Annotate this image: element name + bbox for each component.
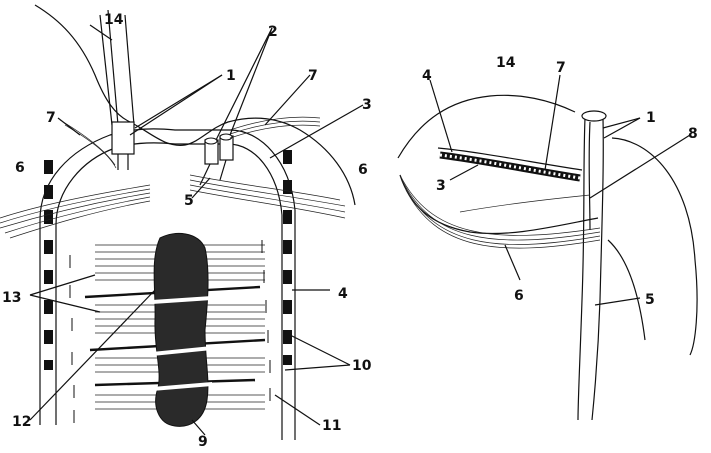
left-sheath-dashes [44, 160, 53, 370]
right-label-5: 5 [645, 292, 655, 308]
left-label-5: 5 [184, 193, 194, 209]
left-label-1: 1 [226, 68, 236, 84]
left-label-2: 2 [268, 24, 278, 40]
right-label-8: 8 [688, 126, 698, 142]
right-nerve-bundle [399, 174, 601, 249]
left-label-12: 12 [12, 414, 31, 430]
left-outer-outline [34, 4, 356, 206]
left-nerve-bundles [0, 116, 346, 239]
right-vertical-tube [577, 110, 607, 421]
left-label-14: 14 [104, 12, 124, 28]
right-leader-lines [429, 74, 691, 306]
left-label-7b: 7 [308, 68, 318, 84]
left-shaded-organ [152, 232, 212, 427]
left-label-7a: 7 [46, 110, 56, 126]
left-tube [99, 9, 135, 170]
left-label-10: 10 [352, 358, 372, 374]
right-label-7: 7 [556, 60, 566, 76]
left-label-9: 9 [198, 434, 208, 450]
left-cavity-outer [39, 128, 296, 440]
left-small-tubes [199, 133, 234, 186]
right-side-outline [611, 137, 698, 356]
right-organ-lower [399, 174, 599, 235]
left-label-3: 3 [362, 97, 372, 113]
left-label-11: 11 [322, 418, 341, 434]
right-drain-tube [437, 147, 583, 182]
left-label-6a: 6 [15, 160, 25, 176]
left-label-4: 4 [338, 286, 348, 302]
left-stitch-marks [69, 240, 271, 423]
left-label-6b: 6 [358, 162, 368, 178]
right-organ-outline [397, 94, 576, 159]
right-label-6: 6 [514, 288, 524, 304]
left-label-13: 13 [2, 290, 21, 306]
right-label-1: 1 [646, 110, 656, 126]
right-sheath-dashes [283, 150, 292, 365]
left-panel: 14 1 2 7 3 7 6 5 6 4 13 10 12 11 9 [0, 4, 372, 450]
right-panel: 14 4 7 1 8 3 6 5 [397, 55, 698, 421]
right-label-14: 14 [496, 55, 516, 71]
right-label-4: 4 [422, 68, 432, 84]
left-leader-lines [29, 24, 364, 436]
right-side-outline-2 [607, 239, 646, 341]
right-label-3: 3 [436, 178, 446, 194]
left-cavity-inner [55, 142, 283, 440]
